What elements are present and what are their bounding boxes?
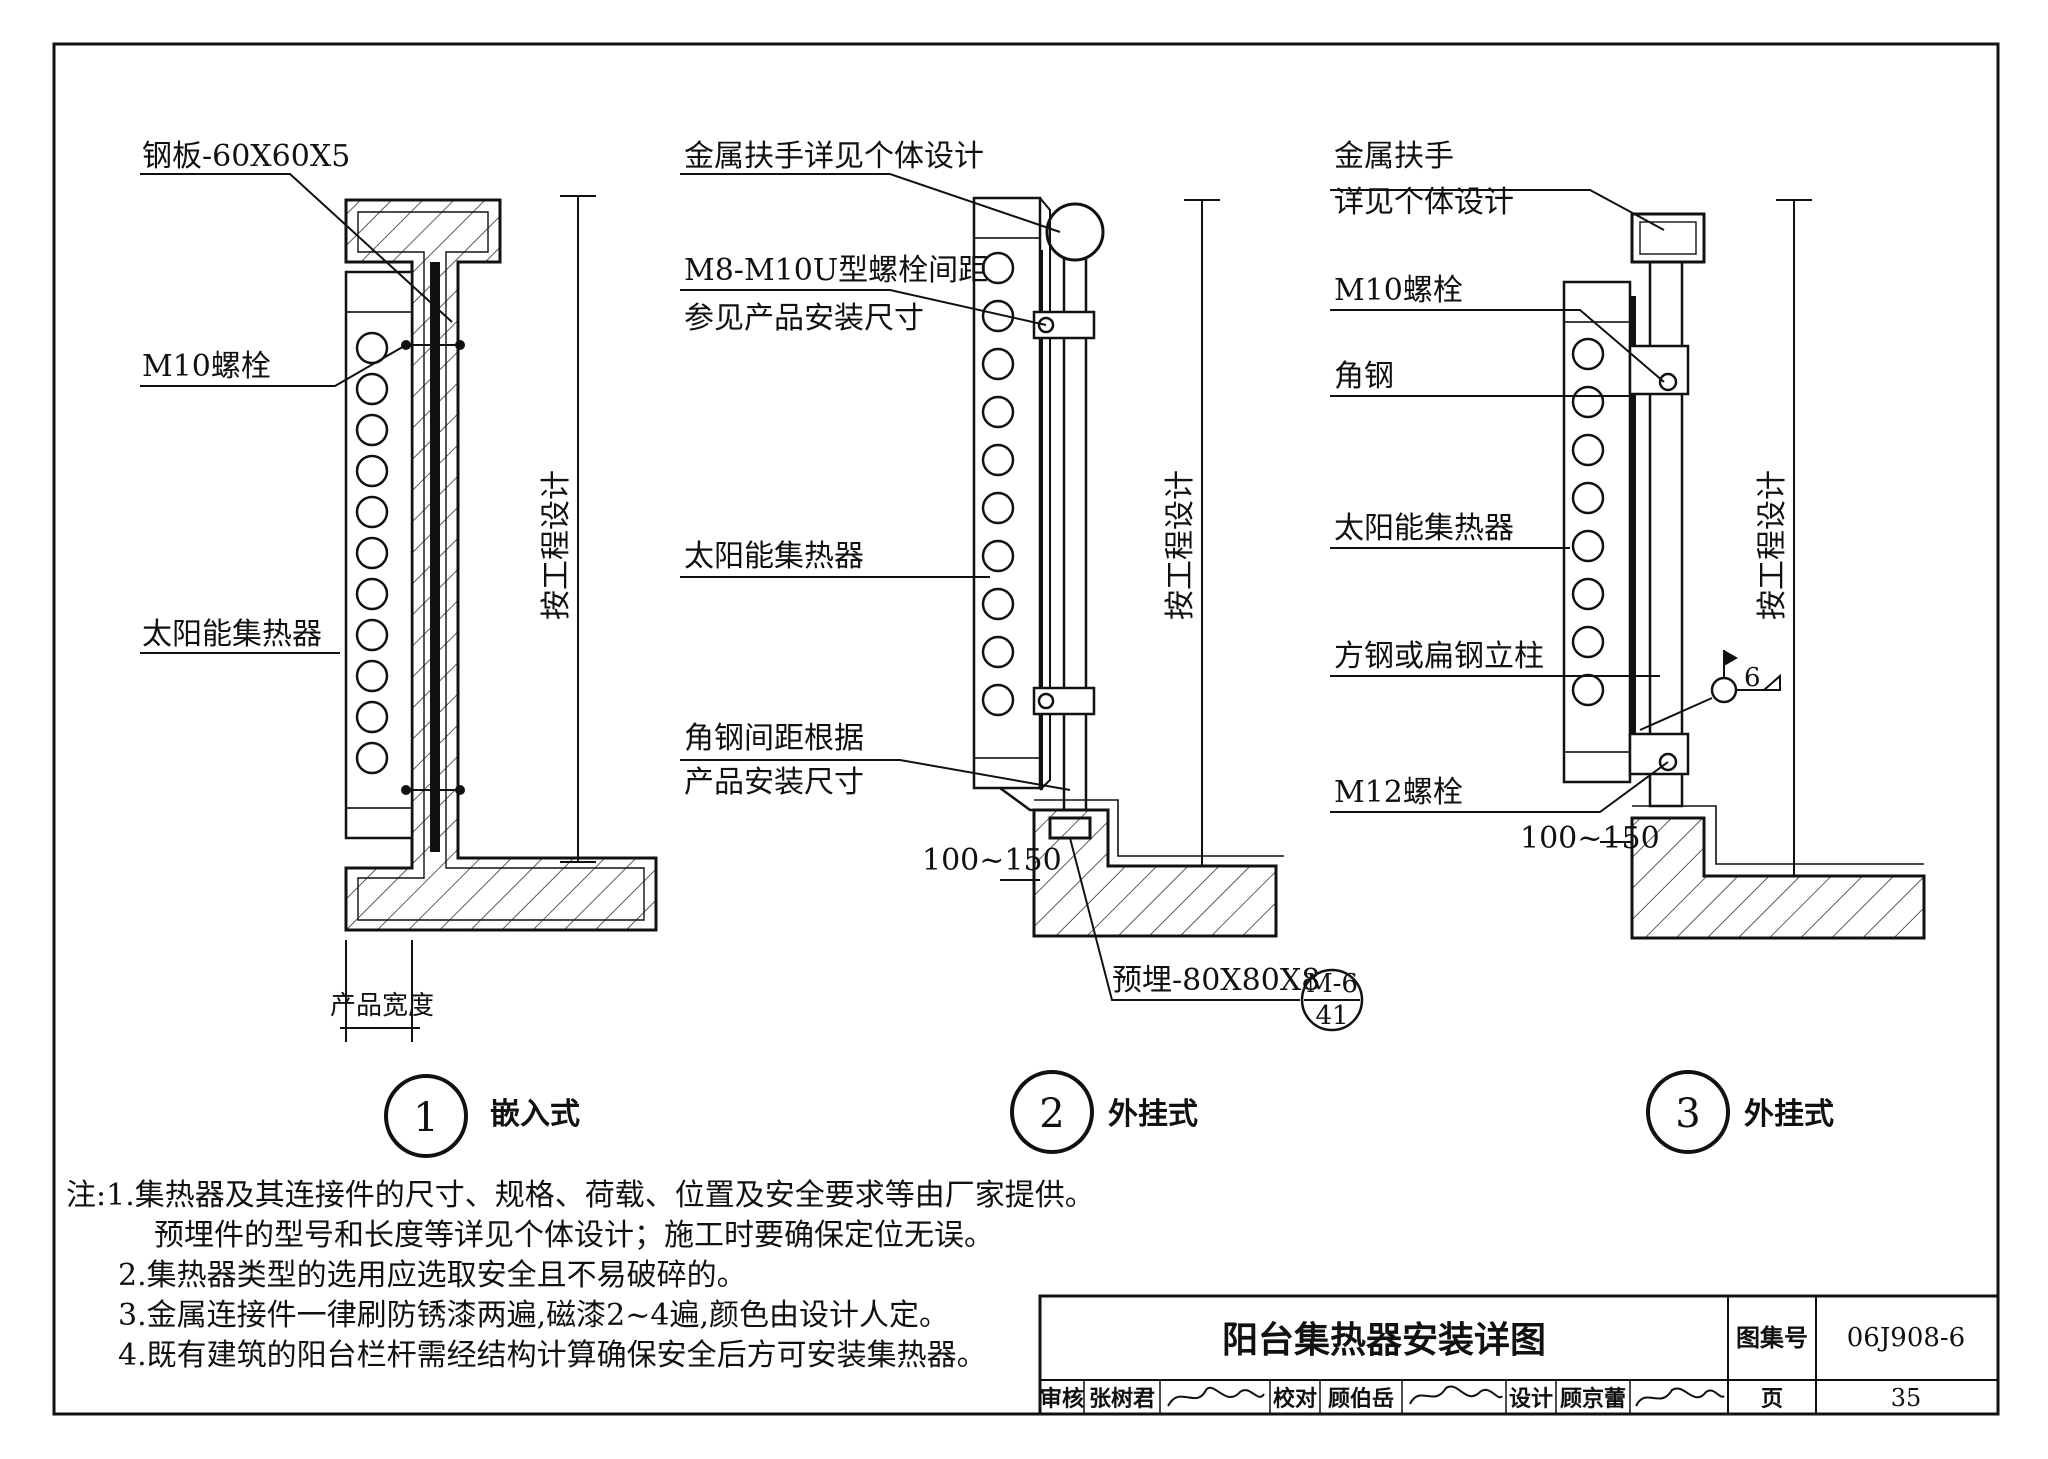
detail-2-offset-label: 100~150 — [922, 843, 1062, 878]
detail-1-height-label: 按工程设计 — [539, 470, 574, 620]
detail-1-width-label: 产品宽度 — [330, 991, 434, 1021]
signature-marks — [1167, 1385, 1725, 1407]
detail-3-drawing — [1330, 189, 1926, 940]
detail-2-number-circle — [1010, 1070, 1094, 1154]
detail-3-title: 外挂式 — [1744, 1097, 1834, 1132]
detail-3-number: 3 — [1675, 1091, 1700, 1137]
design-label: 设计 — [1509, 1387, 1553, 1412]
reviewer-name: 张树君 — [1089, 1386, 1155, 1412]
detail-2-embed-label: 预埋-80X80X8 — [1112, 963, 1320, 998]
detail-2-angle-label-line2: 产品安装尺寸 — [684, 765, 864, 800]
detail-3-handrail — [1630, 212, 1706, 264]
atlas-number: 06J908-6 — [1847, 1323, 1965, 1353]
title-block — [1038, 1294, 2000, 1416]
note-1: 注:1.集热器及其连接件的尺寸、规格、荷载、位置及安全要求等由厂家提供。 — [66, 1178, 1095, 1213]
detail-2-concrete — [1032, 808, 1278, 938]
detail-2-number: 2 — [1039, 1091, 1064, 1137]
page-label: 页 — [1761, 1387, 1783, 1412]
detail-2-angle-label-line1: 角钢间距根据 — [684, 721, 864, 756]
detail-3-angle-label: 角钢 — [1334, 359, 1394, 394]
detail-2-ref-top: M-6 — [1306, 969, 1358, 999]
notes-section: 注:1.集热器及其连接件的尺寸、规格、荷载、位置及安全要求等由厂家提供。 预埋件… — [66, 1176, 1095, 1376]
detail-3-number-circle — [1646, 1070, 1730, 1154]
detail-1-steel-plate — [430, 262, 440, 852]
note-1-cont: 预埋件的型号和长度等详见个体设计；施工时要确保定位无误。 — [154, 1218, 994, 1253]
detail-2-ref-bottom: 41 — [1315, 1001, 1348, 1031]
detail-2-collector-label: 太阳能集热器 — [684, 539, 864, 574]
detail-3-m12-bolt-label: M12螺栓 — [1334, 775, 1463, 810]
drawing-title: 阳台集热器安装详图 — [1222, 1320, 1546, 1361]
detail-2-title: 外挂式 — [1108, 1097, 1198, 1132]
detail-3-handrail-label-line2: 详见个体设计 — [1334, 185, 1514, 220]
detail-2-drawing — [680, 173, 1364, 1032]
detail-3-weld-size: 6 — [1744, 663, 1761, 693]
detail-1-collector-tubes — [355, 331, 389, 775]
review-label: 审核 — [1040, 1386, 1084, 1412]
detail-2-ubolt-label-line2: 参见产品安装尺寸 — [684, 301, 924, 336]
checker-name: 顾伯岳 — [1328, 1386, 1394, 1412]
detail-2-height-label: 按工程设计 — [1163, 470, 1198, 620]
page-number: 35 — [1891, 1384, 1922, 1412]
designer-name: 顾京蕾 — [1560, 1386, 1626, 1412]
detail-2-ubolt-label-line1: M8-M10U型螺栓间距 — [684, 253, 988, 288]
detail-1-drawing — [140, 173, 658, 1042]
detail-2-handrail-label: 金属扶手详见个体设计 — [684, 139, 984, 174]
detail-1-bolt-label: M10螺栓 — [142, 349, 271, 384]
detail-2-handrail — [1045, 202, 1105, 262]
detail-1-number-circle — [384, 1074, 468, 1158]
detail-3-handrail-label-line1: 金属扶手 — [1334, 139, 1454, 174]
detail-1-collector-label: 太阳能集热器 — [142, 617, 322, 652]
detail-3-concrete — [1630, 816, 1926, 940]
detail-3-collector-label: 太阳能集热器 — [1334, 511, 1514, 546]
atlas-number-label: 图集号 — [1736, 1324, 1808, 1352]
detail-3-post-label: 方钢或扁钢立柱 — [1334, 639, 1544, 674]
sheet-border — [52, 42, 2000, 1416]
detail-1-steel-plate-label: 钢板-60X60X5 — [142, 139, 350, 174]
note-4: 4.既有建筑的阳台栏杆需经结构计算确保安全后方可安装集热器。 — [118, 1338, 987, 1373]
detail-2-collector-tubes — [981, 251, 1015, 717]
detail-3-height-label: 按工程设计 — [1755, 470, 1790, 620]
detail-3-offset-label: 100~150 — [1520, 821, 1660, 856]
detail-3-m10-bolt-label: M10螺栓 — [1334, 273, 1463, 308]
check-label: 校对 — [1273, 1386, 1317, 1412]
detail-1-title: 嵌入式 — [490, 1097, 580, 1132]
detail-3-collector-tubes — [1571, 337, 1605, 707]
detail-1-number: 1 — [413, 1095, 438, 1141]
note-2: 2.集热器类型的选用应选取安全且不易破碎的。 — [118, 1258, 747, 1293]
note-3: 3.金属连接件一律刷防锈漆两遍,磁漆2~4遍,颜色由设计人定。 — [118, 1298, 950, 1333]
